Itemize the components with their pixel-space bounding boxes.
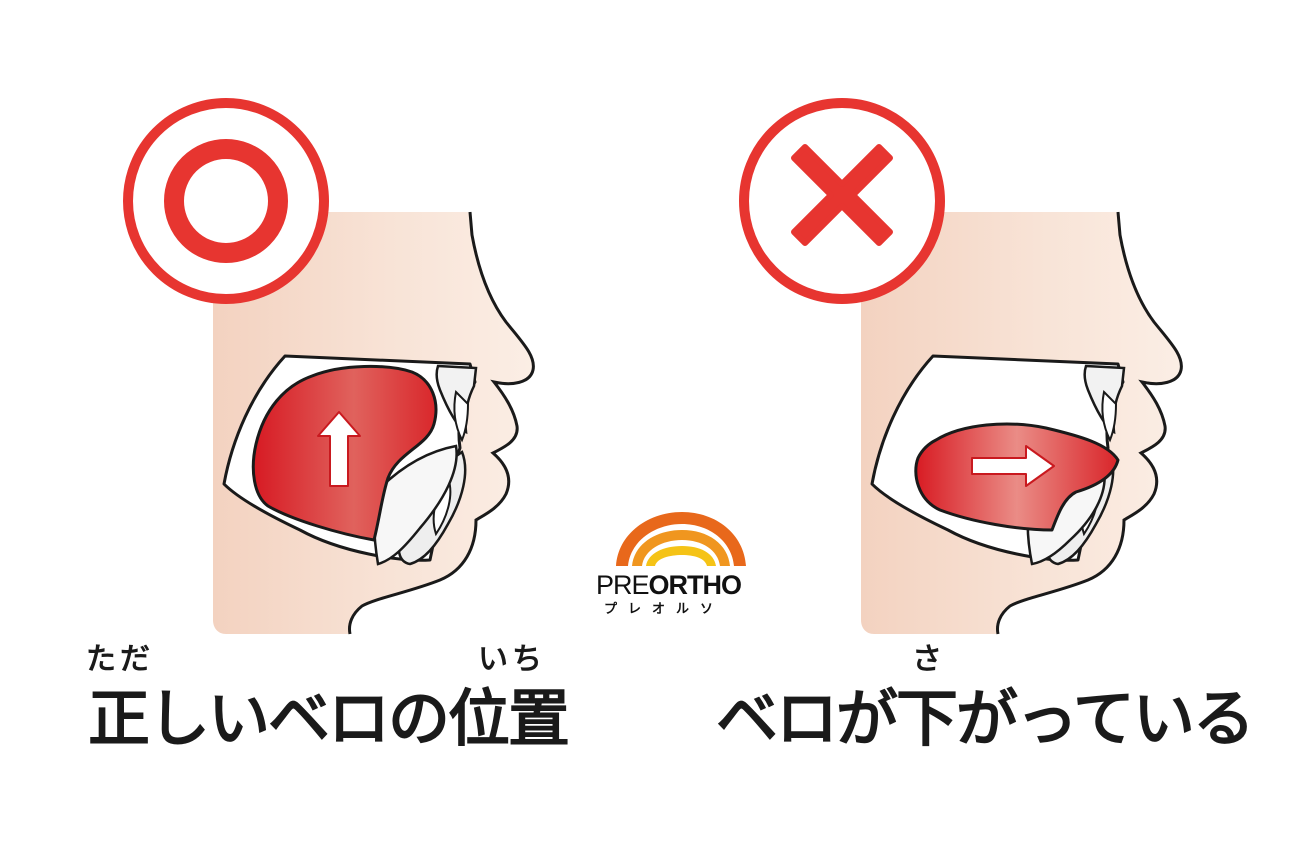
right-caption-ruby-sa: さ xyxy=(912,642,946,677)
left-tongue-arrow-up xyxy=(317,411,361,487)
left-caption-ruby-tadashii: ただ xyxy=(86,642,154,677)
left-caption-ruby-ichi: いち xyxy=(478,642,546,677)
correct-circle-icon xyxy=(123,98,329,304)
logo-prefix: PRE xyxy=(596,570,650,600)
right-upper-incisor-tip xyxy=(1101,389,1118,443)
right-face-outline xyxy=(996,211,1183,635)
logo-suffix: ORTHO xyxy=(648,570,742,600)
preortho-logo-kana: プレオルソ xyxy=(604,602,725,617)
right-tongue xyxy=(914,422,1120,532)
left-face-outline xyxy=(348,211,535,635)
preortho-logo-arcs xyxy=(616,512,746,566)
preortho-logo-wordmark: PREORTHO xyxy=(596,572,746,599)
right-caption: ベロが下がっている xyxy=(716,682,1255,755)
left-upper-incisor-tip xyxy=(453,389,470,443)
left-mouth-floor xyxy=(372,444,458,566)
left-panel-correct xyxy=(123,98,535,635)
left-caption: 正しいベロの位置 xyxy=(88,682,570,755)
incorrect-cross-icon xyxy=(739,98,945,304)
right-panel-incorrect xyxy=(739,98,1183,635)
right-tongue-arrow-right xyxy=(971,445,1055,487)
